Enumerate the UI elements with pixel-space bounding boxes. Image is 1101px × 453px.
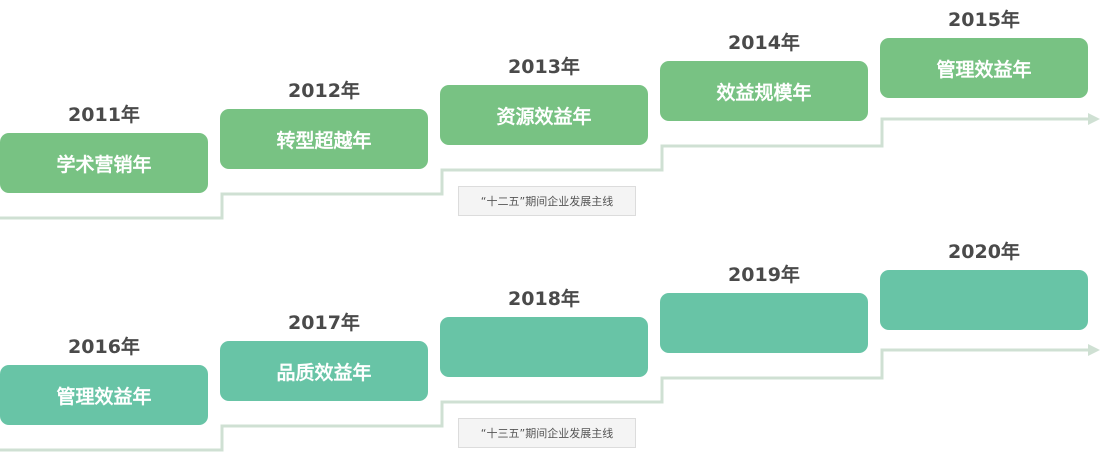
year-label: 2012年: [288, 80, 360, 102]
milestone-card: [880, 270, 1088, 330]
period-note: “十三五”期间企业发展主线: [458, 418, 636, 448]
year-label: 2015年: [948, 9, 1020, 31]
year-label: 2020年: [948, 241, 1020, 263]
year-label: 2017年: [288, 312, 360, 334]
milestone-card: 资源效益年: [440, 85, 648, 145]
milestone-card: 学术营销年: [0, 133, 208, 193]
arrow-icon: [1088, 344, 1100, 356]
milestone-card: 管理效益年: [880, 38, 1088, 98]
year-label: 2013年: [508, 56, 580, 78]
year-label: 2014年: [728, 32, 800, 54]
timeline-line-1: [0, 117, 1090, 220]
milestone-card: 转型超越年: [220, 109, 428, 169]
year-label: 2019年: [728, 264, 800, 286]
milestone-card: 效益规模年: [660, 61, 868, 121]
year-label: 2011年: [68, 104, 140, 126]
milestone-card: [440, 317, 648, 377]
milestone-card: 品质效益年: [220, 341, 428, 401]
timeline-line-2: [0, 348, 1090, 452]
arrow-icon: [1088, 113, 1100, 125]
period-note: “十二五”期间企业发展主线: [458, 186, 636, 216]
milestone-card: 管理效益年: [0, 365, 208, 425]
milestone-card: [660, 293, 868, 353]
year-label: 2018年: [508, 288, 580, 310]
year-label: 2016年: [68, 336, 140, 358]
